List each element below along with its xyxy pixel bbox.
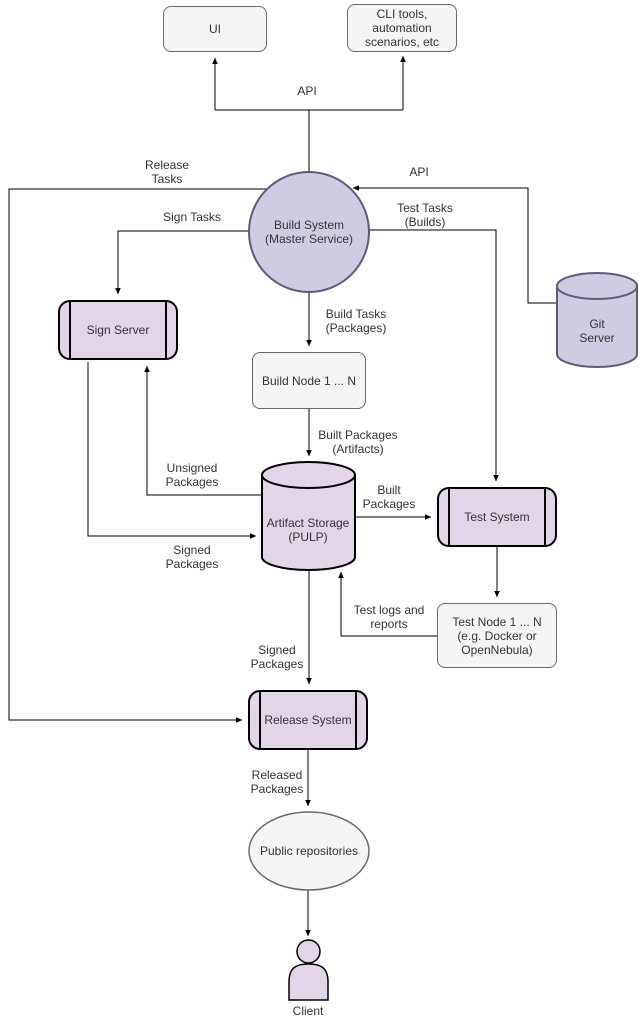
edge-label-unsigned-packages: Unsigned Packages — [165, 461, 219, 489]
build-node-node: Build Node 1 ... N — [252, 352, 366, 409]
build-system-label: Build System (Master Service) — [264, 218, 354, 246]
edge-unsigned-packages — [144, 365, 262, 496]
sign-server-label: Sign Server — [86, 323, 150, 337]
artifact-storage-cylinder-body — [261, 474, 356, 571]
edge-label-signed-packages-release: Signed Packages — [250, 643, 304, 671]
edge-label-built-artifacts: Built Packages (Artifacts) — [318, 428, 398, 456]
shapes-group — [248, 171, 638, 1001]
client-person-body — [288, 963, 329, 1001]
test-system-node: Test System — [437, 487, 557, 547]
ui-node: UI — [163, 6, 267, 52]
public-repositories-label: Public repositories — [259, 844, 359, 858]
edge-label-test-tasks: Test Tasks (Builds) — [397, 201, 453, 229]
git-server-label: Git Server — [579, 317, 615, 345]
test-node-label: Test Node 1 ... N (e.g. Docker or OpenNe… — [452, 614, 542, 657]
edge-git-api — [352, 185, 557, 304]
edge-label-test-logs: Test logs and reports — [353, 603, 425, 631]
edge-label-signed-packages-in: Signed Packages — [165, 543, 219, 571]
process-bar-right — [355, 691, 357, 749]
process-bar-right — [165, 301, 167, 359]
client-label: Client — [292, 1004, 324, 1018]
process-bar-left — [69, 301, 71, 359]
edge-test-logs — [338, 571, 437, 637]
edge-release-tasks — [8, 188, 267, 723]
edge-label-sign-tasks: Sign Tasks — [163, 210, 221, 224]
public-repositories-ellipse — [248, 811, 370, 891]
sign-server-node: Sign Server — [58, 300, 178, 360]
git-server-cylinder-body — [556, 285, 638, 368]
git-server-cylinder-top — [556, 272, 638, 300]
process-bar-left — [259, 691, 261, 749]
test-node-node: Test Node 1 ... N (e.g. Docker or OpenNe… — [437, 603, 557, 668]
edge-label-released-packages: Released Packages — [250, 768, 304, 796]
edge-label-build-tasks: Build Tasks (Packages) — [325, 307, 387, 335]
ui-node-label: UI — [209, 22, 221, 36]
edge-label-built-packages-test: Built Packages — [362, 483, 416, 511]
process-bar-left — [448, 488, 450, 546]
process-bar-right — [544, 488, 546, 546]
cli-node-label: CLI tools, automation scenarios, etc — [364, 7, 440, 49]
edge-label-api-top: API — [297, 84, 317, 98]
edge-signed-packages-in — [87, 362, 257, 539]
artifact-storage-cylinder-top — [261, 461, 356, 489]
edge-test-tasks — [369, 229, 499, 482]
cli-node: CLI tools, automation scenarios, etc — [347, 4, 457, 52]
release-system-label: Release System — [264, 713, 352, 727]
artifact-storage-label: Artifact Storage (PULP) — [266, 516, 350, 544]
test-system-label: Test System — [464, 510, 530, 524]
edge-sign-tasks — [115, 230, 249, 295]
edges-group — [8, 55, 557, 937]
release-system-node: Release System — [248, 690, 368, 750]
edge-label-release-tasks: Release Tasks — [144, 158, 190, 186]
client-person-head — [296, 939, 321, 964]
build-node-label: Build Node 1 ... N — [261, 373, 357, 388]
edge-label-api-git: API — [409, 165, 429, 179]
build-system-circle — [248, 171, 370, 293]
